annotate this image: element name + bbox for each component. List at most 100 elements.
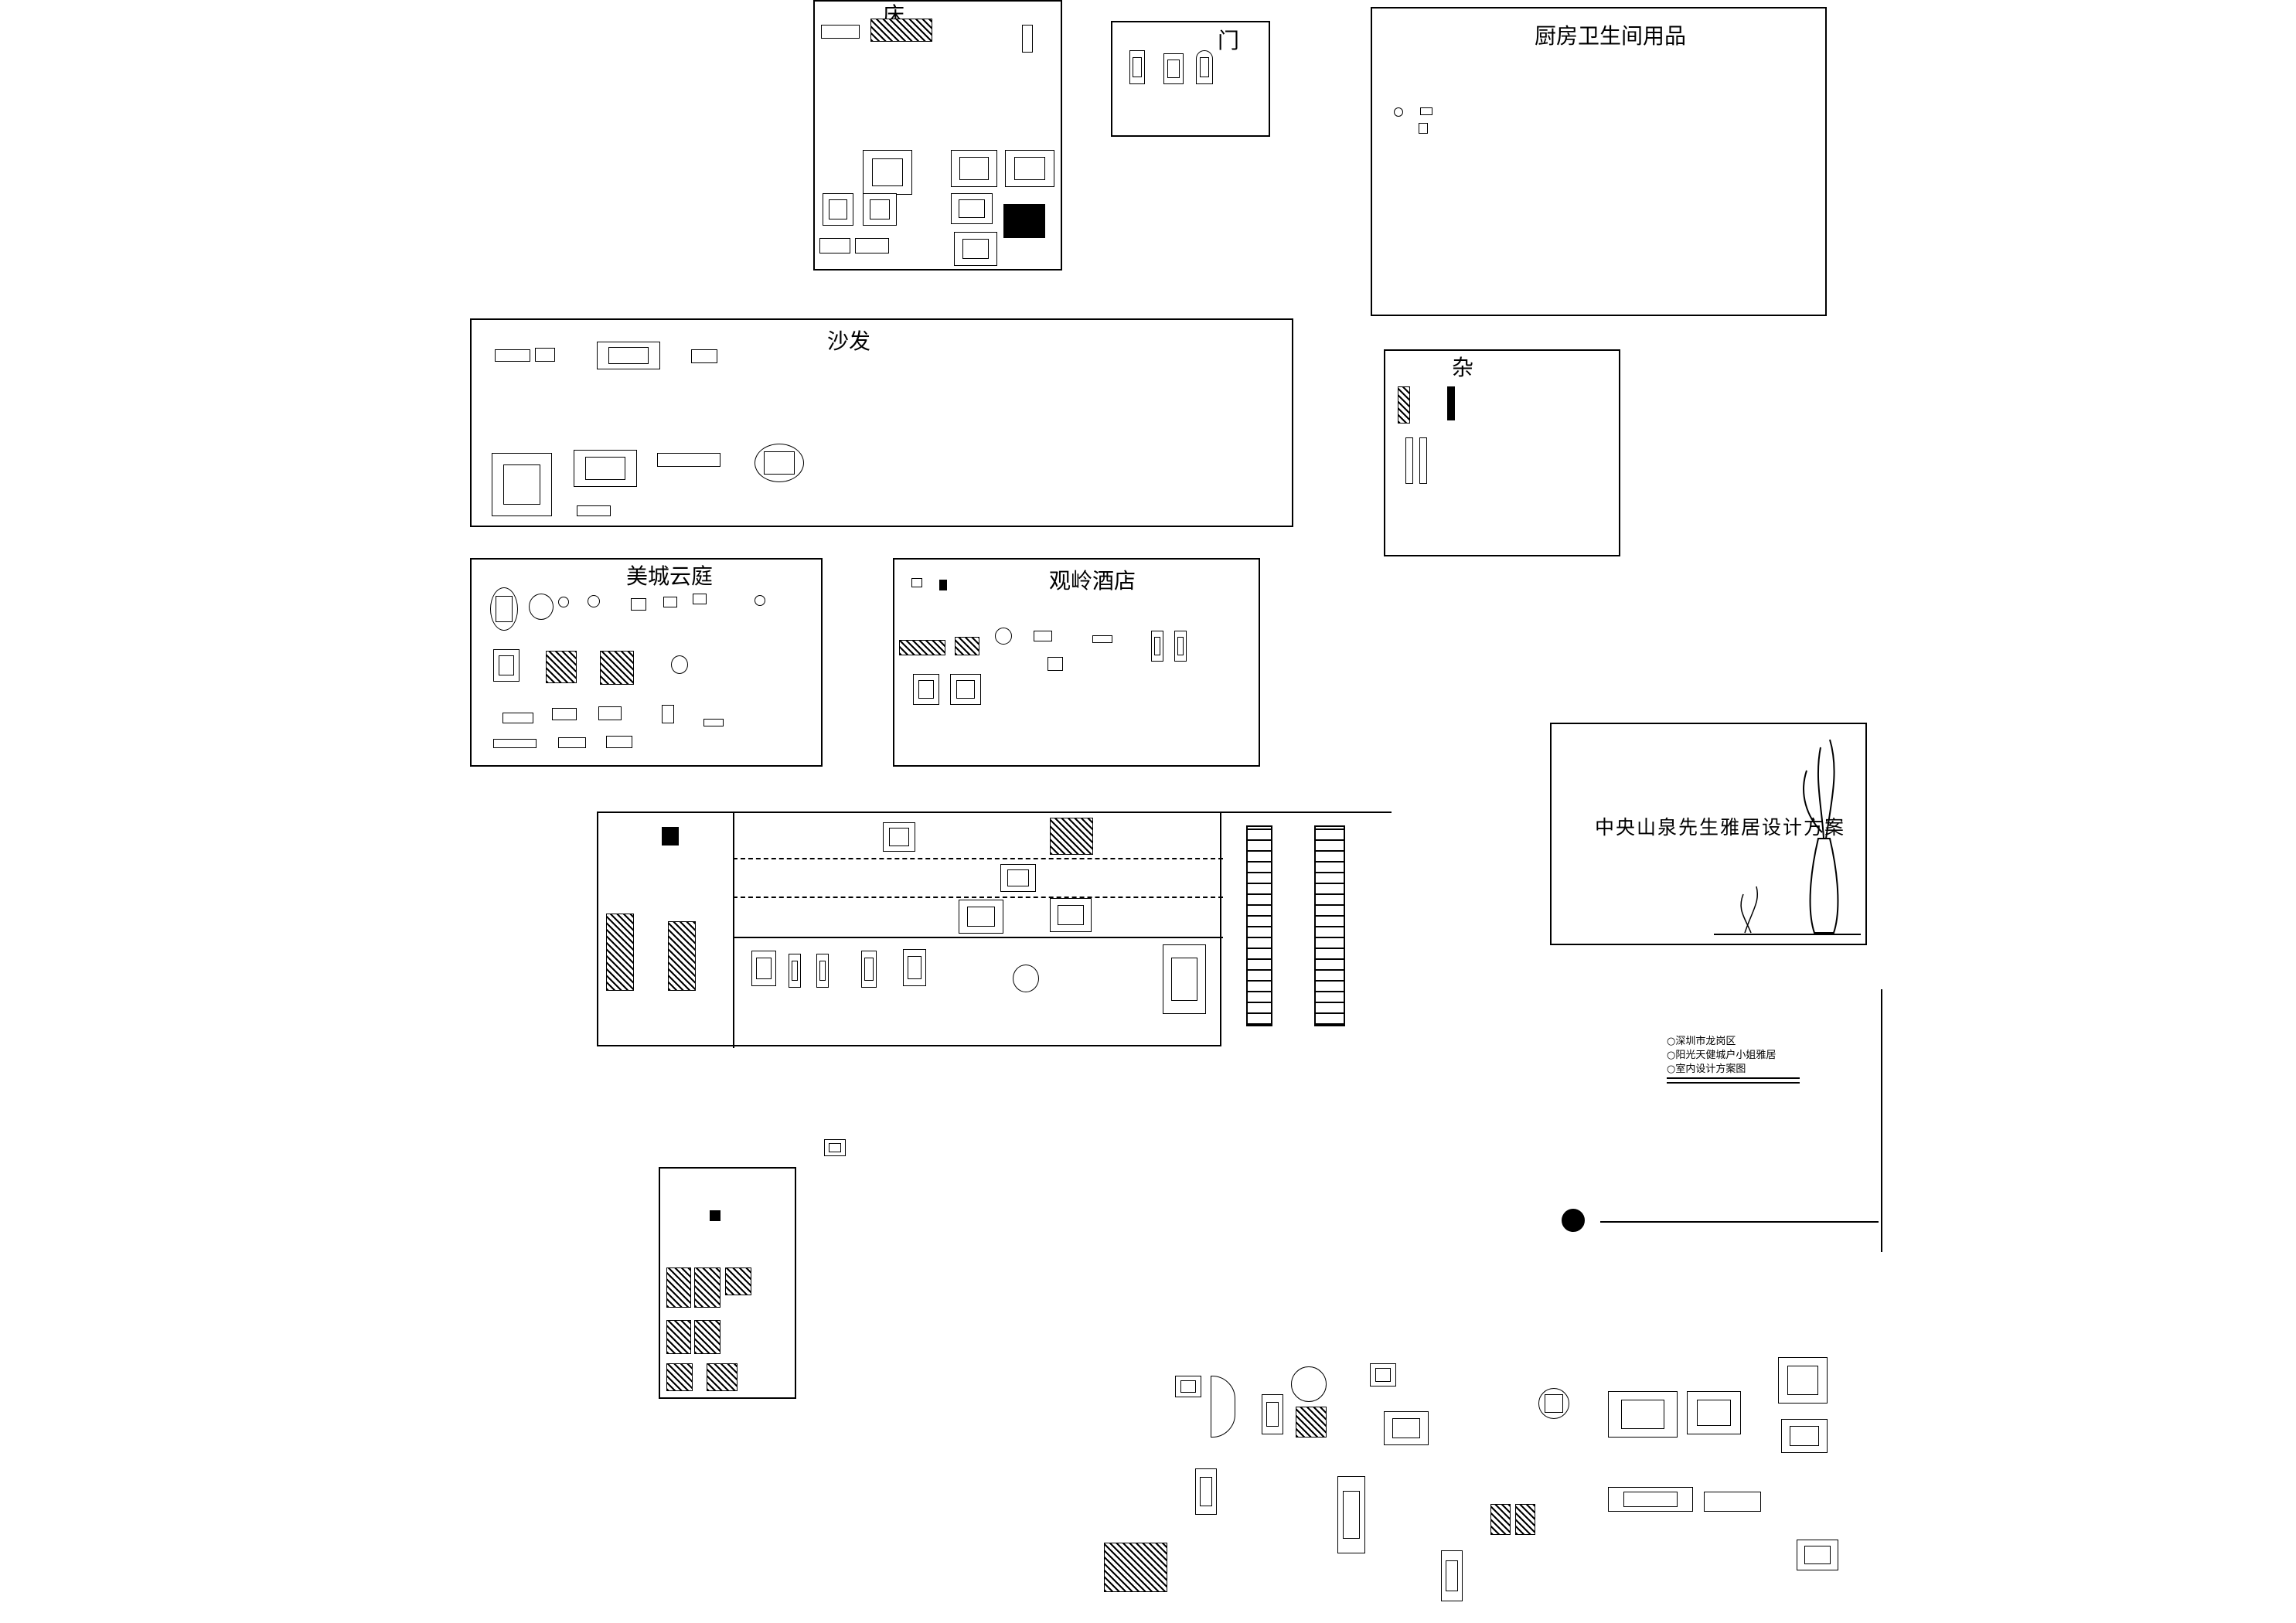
furniture-symbol [1175,1376,1201,1397]
meicheng-sheet-title: 美城云庭 [626,563,714,589]
loose-block-area [1098,1345,1855,1608]
wardrobe-symbol [1337,1476,1365,1553]
bath-symbol [1419,123,1428,134]
wardrobe-symbol [1195,1468,1217,1515]
furniture-symbol [631,598,646,611]
title-block-line-1: ○深圳市龙岗区 [1667,1036,1736,1047]
basin-symbol [1420,107,1432,115]
guanling-sheet-title: 观岭酒店 [1049,568,1136,594]
title-block-line-3: ○室内设计方案图 [1667,1063,1746,1075]
bed-symbol [1384,1411,1429,1445]
sofa-symbol [495,349,530,362]
legend-table [666,1320,691,1354]
door-symbol [1196,50,1213,84]
sofa-symbol [574,450,637,487]
door-symbol [1151,631,1163,662]
cabinet-elevation-symbol [899,640,945,655]
furniture-symbol [693,594,707,604]
bed-symbol [1262,1394,1283,1434]
fixture-symbol [1048,657,1063,671]
living-room-layout-symbol [1687,1391,1741,1434]
legend-symbol [662,827,679,846]
glass-door-symbol [1490,1504,1511,1535]
legend-symbol [710,1210,720,1221]
sofa-set-symbol [1000,864,1036,892]
cover-title: 中央山泉先生雅居设计方案 [1595,816,1846,839]
door-sheet-frame: 门 [1111,21,1270,137]
sofa-set-symbol [959,900,1003,934]
bed-symbol [951,150,997,187]
legend-table [666,1363,693,1391]
dining-set-symbol [1538,1388,1569,1419]
plant-symbol [755,595,765,606]
title-block-line-2: ○阳光天健城户小姐雅居 [1667,1050,1777,1061]
legend-table [725,1267,751,1295]
furniture-elevation-symbol [662,705,674,723]
rug-symbol [1050,818,1093,855]
bed-symbol [913,674,939,705]
meicheng-sheet-frame: 美城云庭 [470,558,823,767]
bed-symbol [819,238,850,253]
door-symbol [1163,53,1184,84]
bed-symbol [863,193,897,226]
sofa-symbol [1704,1492,1761,1512]
door-sheet-title: 门 [1218,28,1240,53]
bed-symbol [950,674,981,705]
fixture-symbol [911,578,922,587]
bed-symbol [954,232,997,266]
bed-symbol [546,651,577,683]
lamp-symbol [995,628,1012,645]
furniture-elevation-symbol [606,736,632,748]
table-symbol [1797,1540,1838,1570]
wardrobe-symbol [903,949,926,986]
bed-symbol [823,193,853,226]
guanling-sheet-frame: 观岭酒店 [893,558,1260,767]
title-block-sheet: ○深圳市龙岗区 ○阳光天健城户小姐雅居 ○室内设计方案图 [1515,989,1882,1252]
door-symbol [1174,631,1187,662]
bed-symbol [1003,204,1045,238]
bed-symbol [600,651,634,685]
door-symbol [789,954,801,988]
legend-table [694,1320,720,1354]
legend-column [1314,825,1345,1026]
curtain-symbol [1405,437,1413,484]
fixture-symbol [824,1139,846,1156]
legend-column [1246,825,1272,1026]
bed-elevation-symbol [1022,25,1033,53]
sofa-set-symbol [597,342,660,369]
door-symbol [1129,50,1145,84]
furniture-elevation-symbol [502,713,533,723]
legend-table [606,914,634,991]
door-symbol [861,951,877,988]
door-swing-symbol [1211,1376,1235,1438]
dining-set-symbol [529,594,554,620]
screen-symbol [1398,386,1410,424]
bed-symbol [855,238,889,253]
bed-symbol [1370,1363,1396,1387]
bed-symbol [821,25,860,39]
fixture-symbol [939,580,947,590]
bed-symbol [870,19,932,42]
sofa-symbol [657,453,720,467]
bed-symbol [883,822,915,852]
sofa-set-symbol [755,444,804,482]
bed-symbol [863,150,912,195]
chair-symbol [558,597,569,607]
wardrobe-symbol [1441,1550,1463,1601]
toilet-symbol [1394,107,1403,117]
wardrobe-symbol [751,951,776,986]
door-symbol [816,954,829,988]
living-room-layout-symbol [1781,1419,1828,1453]
dining-set-symbol [1291,1366,1327,1402]
legend-table [707,1363,738,1391]
rug-symbol [1104,1543,1167,1592]
sofa-symbol [577,505,611,516]
living-room-layout-symbol [1778,1357,1828,1404]
bed-symbol [951,193,993,224]
dining-set-symbol [1013,965,1039,992]
curtain-symbol [1419,437,1427,484]
sofa-sheet-frame: 沙发 [470,318,1293,527]
sofa-sheet-title: 沙发 [827,328,871,354]
company-logo-icon [1562,1209,1585,1232]
